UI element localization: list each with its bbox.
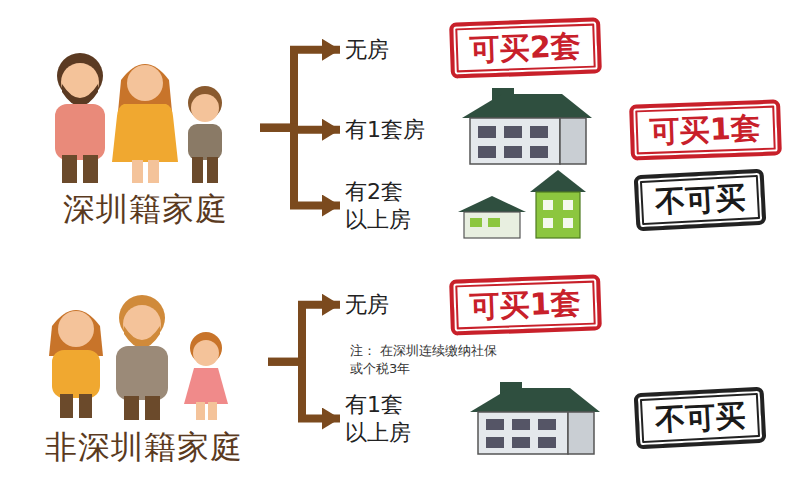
- condition-text: 有1套 以上房: [345, 391, 437, 446]
- bracket-arrow: [260, 50, 340, 128]
- house-icon-part: [458, 196, 526, 212]
- father-figure-part: [62, 84, 98, 106]
- house-icon-part: [563, 218, 573, 228]
- father-figure-part: [145, 396, 160, 420]
- child-figure: [188, 86, 222, 183]
- father-figure-part: [124, 326, 160, 348]
- condition-text: 有1套房: [345, 116, 425, 144]
- mother-figure-part: [148, 160, 159, 183]
- condition-label: 无房: [345, 36, 389, 64]
- condition-label: 无房: [345, 291, 389, 319]
- house-icon-part: [568, 412, 594, 454]
- result-stamp: 可买1套: [629, 99, 782, 160]
- mother-figure-part: [132, 160, 143, 183]
- family-group: 非深圳籍家庭: [20, 282, 268, 470]
- house-icon-part: [478, 146, 496, 158]
- child-figure-part: [191, 94, 219, 122]
- family-group: 深圳籍家庭: [30, 40, 260, 232]
- house-icon-part: [486, 437, 504, 448]
- house-icon-part: [504, 146, 522, 158]
- condition-label: 有2套 以上房: [345, 178, 437, 233]
- house-icon: [530, 170, 586, 238]
- house-icon-part: [486, 419, 504, 430]
- house-icon: [458, 196, 526, 238]
- bracket-arrow: [268, 305, 340, 362]
- house-icon-part: [560, 118, 586, 164]
- house-icon-part: [504, 126, 522, 138]
- stamp-text: 可买2套: [469, 28, 581, 68]
- group-label: 深圳籍家庭: [63, 188, 228, 232]
- house-icon-part: [470, 218, 482, 227]
- mother-figure-part: [58, 311, 94, 347]
- mother-figure-part: [112, 104, 178, 162]
- house-icon-part: [530, 170, 586, 192]
- result-stamp: 不可买: [634, 387, 767, 450]
- house-icon-part: [488, 218, 500, 227]
- house-icon-part: [512, 419, 530, 430]
- result-stamp: 可买1套: [449, 274, 602, 335]
- house-icon-part: [470, 118, 560, 164]
- house-icon-part: [536, 192, 580, 238]
- result-stamp: 不可买: [634, 169, 767, 232]
- house-icon-part: [563, 200, 573, 210]
- child-figure-part: [193, 340, 219, 366]
- mother-figure-part: [127, 65, 163, 101]
- condition-text: 无房: [345, 291, 389, 319]
- house-icon-part: [512, 437, 530, 448]
- child-figure-part: [196, 402, 205, 420]
- mother-figure-part: [60, 394, 73, 418]
- house-icon-part: [462, 94, 592, 118]
- house-icon-part: [478, 126, 496, 138]
- condition-label: 有1套房: [345, 116, 425, 144]
- house-icon: [462, 88, 592, 164]
- house-icon-part: [530, 146, 548, 158]
- house-icon-part: [543, 218, 553, 228]
- condition-text: 无房: [345, 36, 389, 64]
- mother-figure: [112, 64, 178, 183]
- child-figure-part: [207, 157, 218, 183]
- stamp-text: 可买1套: [649, 110, 761, 150]
- mother-figure-part: [52, 350, 100, 398]
- father-figure-part: [124, 396, 139, 420]
- house-icon-part: [538, 419, 556, 430]
- father-figure-part: [83, 155, 98, 183]
- child-figure-part: [208, 402, 217, 420]
- house-icon-part: [464, 212, 520, 238]
- house-icon-part: [530, 126, 548, 138]
- mother-figure-part: [79, 394, 92, 418]
- father-figure: [55, 53, 105, 183]
- child-figure-part: [188, 124, 222, 160]
- house-icon-part: [478, 412, 568, 454]
- condition-text: 有2套 以上房: [345, 178, 437, 233]
- house-icon-part: [543, 200, 553, 210]
- note-text: 注： 在深圳连续缴纳社保 或个税3年: [350, 342, 514, 377]
- result-stamp: 可买2套: [449, 17, 602, 78]
- father-figure-part: [62, 155, 77, 183]
- bracket-arrow: [268, 362, 340, 419]
- mother-figure-part: [49, 310, 103, 356]
- child-figure: [184, 332, 228, 420]
- stamp-text: 不可买: [654, 398, 746, 439]
- house-icon-part: [470, 388, 600, 412]
- mother-figure: [49, 310, 103, 418]
- house-icon-part: [538, 437, 556, 448]
- father-figure-part: [55, 104, 105, 160]
- child-figure-part: [184, 368, 228, 404]
- stamp-text: 不可买: [654, 180, 746, 221]
- father-figure: [116, 295, 168, 420]
- child-figure-part: [192, 157, 203, 183]
- stamp-text: 可买1套: [469, 285, 581, 325]
- bracket-arrow: [260, 128, 340, 206]
- father-figure-part: [116, 346, 168, 400]
- group-label: 非深圳籍家庭: [45, 426, 243, 470]
- house-icon: [470, 382, 600, 454]
- condition-label: 有1套 以上房: [345, 391, 437, 446]
